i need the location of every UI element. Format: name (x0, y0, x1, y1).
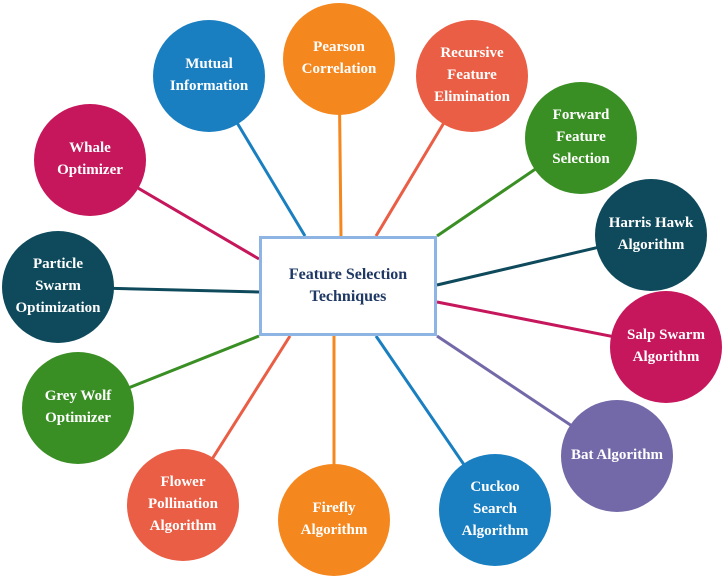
grey-wolf-optimizer-node: Grey Wolf Optimizer (22, 352, 134, 464)
firefly-algorithm-label: Firefly Algorithm (300, 500, 368, 538)
bat-algorithm-label: Bat Algorithm (570, 447, 664, 464)
cuckoo-search-algorithm-node: Cuckoo Search Algorithm (439, 454, 551, 566)
center-label: Feature Selection Techniques (288, 266, 408, 305)
salp-swarm-algorithm-label: Salp Swarm Algorithm (627, 327, 705, 365)
mutual-information-label: Mutual Information (169, 56, 249, 94)
particle-swarm-optimization-node: Particle Swarm Optimization (2, 231, 114, 343)
recursive-feature-elimination-label: Recursive Feature Elimination (434, 45, 510, 105)
bat-algorithm-node: Bat Algorithm (561, 400, 673, 512)
forward-feature-selection-node: Forward Feature Selection (525, 82, 637, 194)
mutual-information-node: Mutual Information (153, 20, 265, 132)
center-box: Feature Selection Techniques (259, 236, 437, 336)
flower-pollination-algorithm-node: Flower Pollination Algorithm (127, 449, 239, 561)
harris-hawk-algorithm-node: Harris Hawk Algorithm (595, 179, 707, 291)
forward-feature-selection-label: Forward Feature Selection (552, 107, 610, 167)
harris-hawk-algorithm-label: Harris Hawk Algorithm (608, 215, 694, 253)
recursive-feature-elimination-node: Recursive Feature Elimination (416, 20, 528, 132)
whale-optimizer-node: Whale Optimizer (34, 104, 146, 216)
firefly-algorithm-node: Firefly Algorithm (278, 464, 390, 576)
pearson-correlation-label: Pearson Correlation (301, 39, 377, 77)
salp-swarm-algorithm-node: Salp Swarm Algorithm (610, 291, 722, 403)
particle-swarm-optimization-label: Particle Swarm Optimization (15, 256, 101, 316)
cuckoo-search-algorithm-label: Cuckoo Search Algorithm (461, 479, 529, 539)
pearson-correlation-node: Pearson Correlation (283, 3, 395, 115)
grey-wolf-optimizer-label: Grey Wolf Optimizer (44, 388, 112, 426)
flower-pollination-algorithm-label: Flower Pollination Algorithm (147, 474, 218, 534)
whale-optimizer-label: Whale Optimizer (57, 140, 123, 178)
